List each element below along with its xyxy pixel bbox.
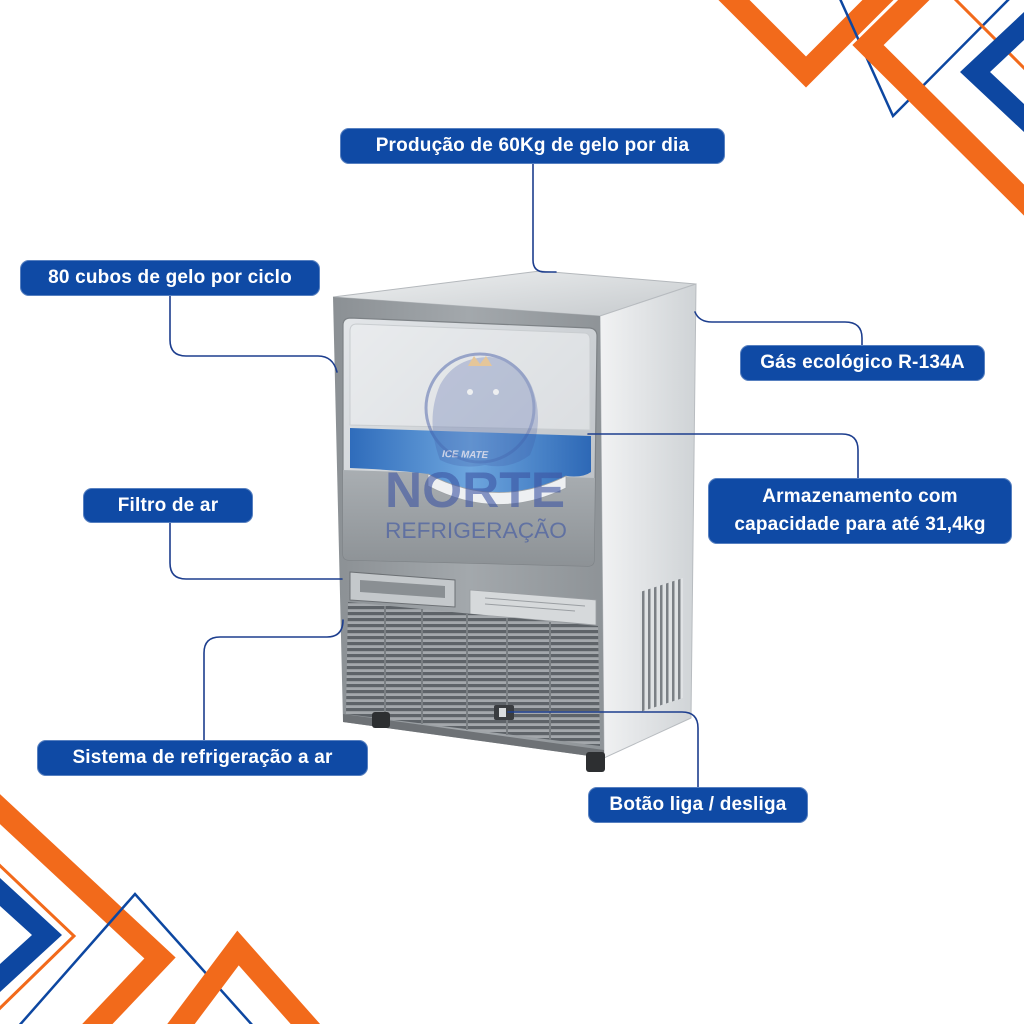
callout-power-button: Botão liga / desliga	[588, 787, 808, 823]
sticker-line	[484, 603, 576, 612]
callout-air-filter: Filtro de ar	[83, 488, 253, 523]
connector-line-cooling	[203, 619, 344, 741]
connector-line-power	[507, 711, 699, 788]
orange-chevron-band	[852, 0, 1024, 216]
orange-chevron-line	[0, 863, 77, 1011]
bottom-left-decoration	[0, 794, 321, 1024]
callout-text: Gás ecológico R-134A	[760, 352, 965, 373]
callout-cubes-per-cycle: 80 cubos de gelo por ciclo	[20, 260, 320, 296]
power-switch-toggle	[499, 708, 506, 717]
machine-foot-left	[372, 712, 390, 728]
watermark-name: NORTE	[385, 462, 565, 518]
callout-production: Produção de 60Kg de gelo por dia	[340, 128, 725, 164]
connector-line-storage	[587, 433, 859, 479]
watermark-tagline: REFRIGERAÇÃO	[385, 518, 567, 543]
orange-chevron-band	[0, 794, 176, 1024]
callout-gas: Gás ecológico R-134A	[740, 345, 985, 381]
callout-text: 80 cubos de gelo por ciclo	[48, 267, 292, 288]
door-handle	[427, 473, 567, 505]
side-vent	[640, 578, 683, 712]
connector-line-production	[532, 163, 557, 273]
callout-text: Sistema de refrigeração a ar	[72, 747, 333, 768]
top-right-decoration	[718, 0, 1024, 216]
orange-chevron-line	[953, 0, 1024, 71]
polar-bear-logo-icon	[424, 352, 539, 467]
callout-cooling-system: Sistema de refrigeração a ar	[37, 740, 368, 776]
brand-label: ICE MATE	[442, 449, 489, 461]
blue-chevron-shape	[0, 878, 62, 992]
blue-chevron-line	[839, 0, 1010, 119]
callout-text-line-1: Armazenamento com	[762, 486, 958, 507]
door-window	[349, 323, 591, 431]
connector-line-filter	[169, 522, 343, 580]
orange-chevron-band	[718, 0, 894, 88]
machine-bottom-edge	[343, 714, 604, 758]
air-filter-slot	[360, 580, 445, 598]
machine-foot-right	[586, 752, 605, 772]
callout-text-line-2: capacidade para até 31,4kg	[734, 514, 986, 535]
orange-chevron-band	[167, 930, 321, 1024]
connector-line-cubes	[169, 295, 338, 373]
callout-storage: Armazenamento com capacidade para até 31…	[708, 478, 1012, 544]
sticker-line	[484, 597, 586, 607]
watermark: NORTE REFRIGERAÇÃO	[385, 352, 567, 543]
connector-line-gas	[694, 311, 863, 346]
door-blue-band	[350, 428, 591, 493]
callout-text: Filtro de ar	[117, 494, 219, 516]
front-grill	[346, 602, 600, 746]
blue-chevron-shape	[960, 12, 1024, 132]
callout-text: Produção de 60Kg de gelo por dia	[375, 135, 690, 156]
callout-text: Botão liga / desliga	[609, 794, 787, 815]
